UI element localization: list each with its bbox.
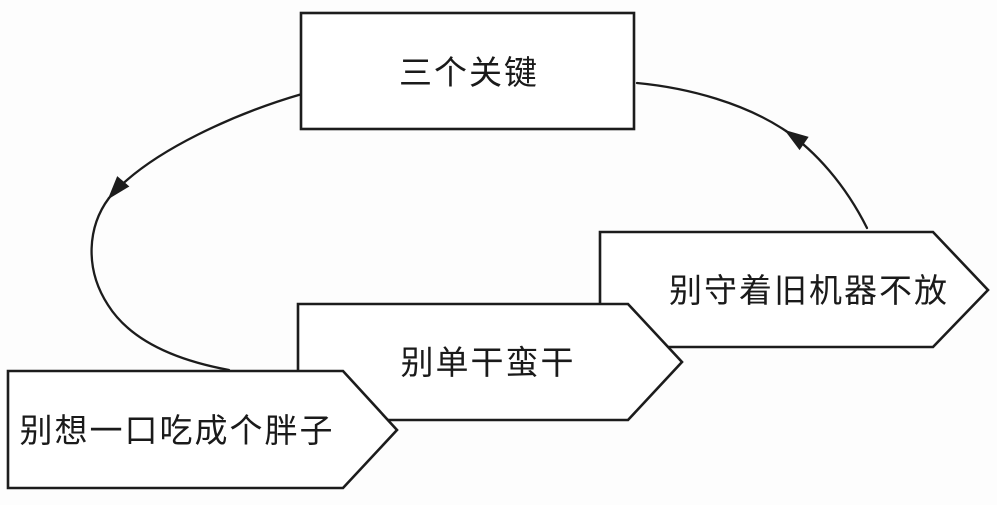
- step1-label: 别想一口吃成个胖子: [20, 411, 335, 450]
- step2-label: 别单干蛮干: [401, 343, 576, 382]
- arrow-step3-to-title: [635, 81, 869, 230]
- title-label: 三个关键: [399, 53, 539, 92]
- title-box: [299, 11, 636, 131]
- arrow-title-to-step1: [90, 92, 304, 372]
- step3-label: 别守着旧机器不放: [669, 271, 949, 310]
- step1-chevron: [6, 369, 399, 490]
